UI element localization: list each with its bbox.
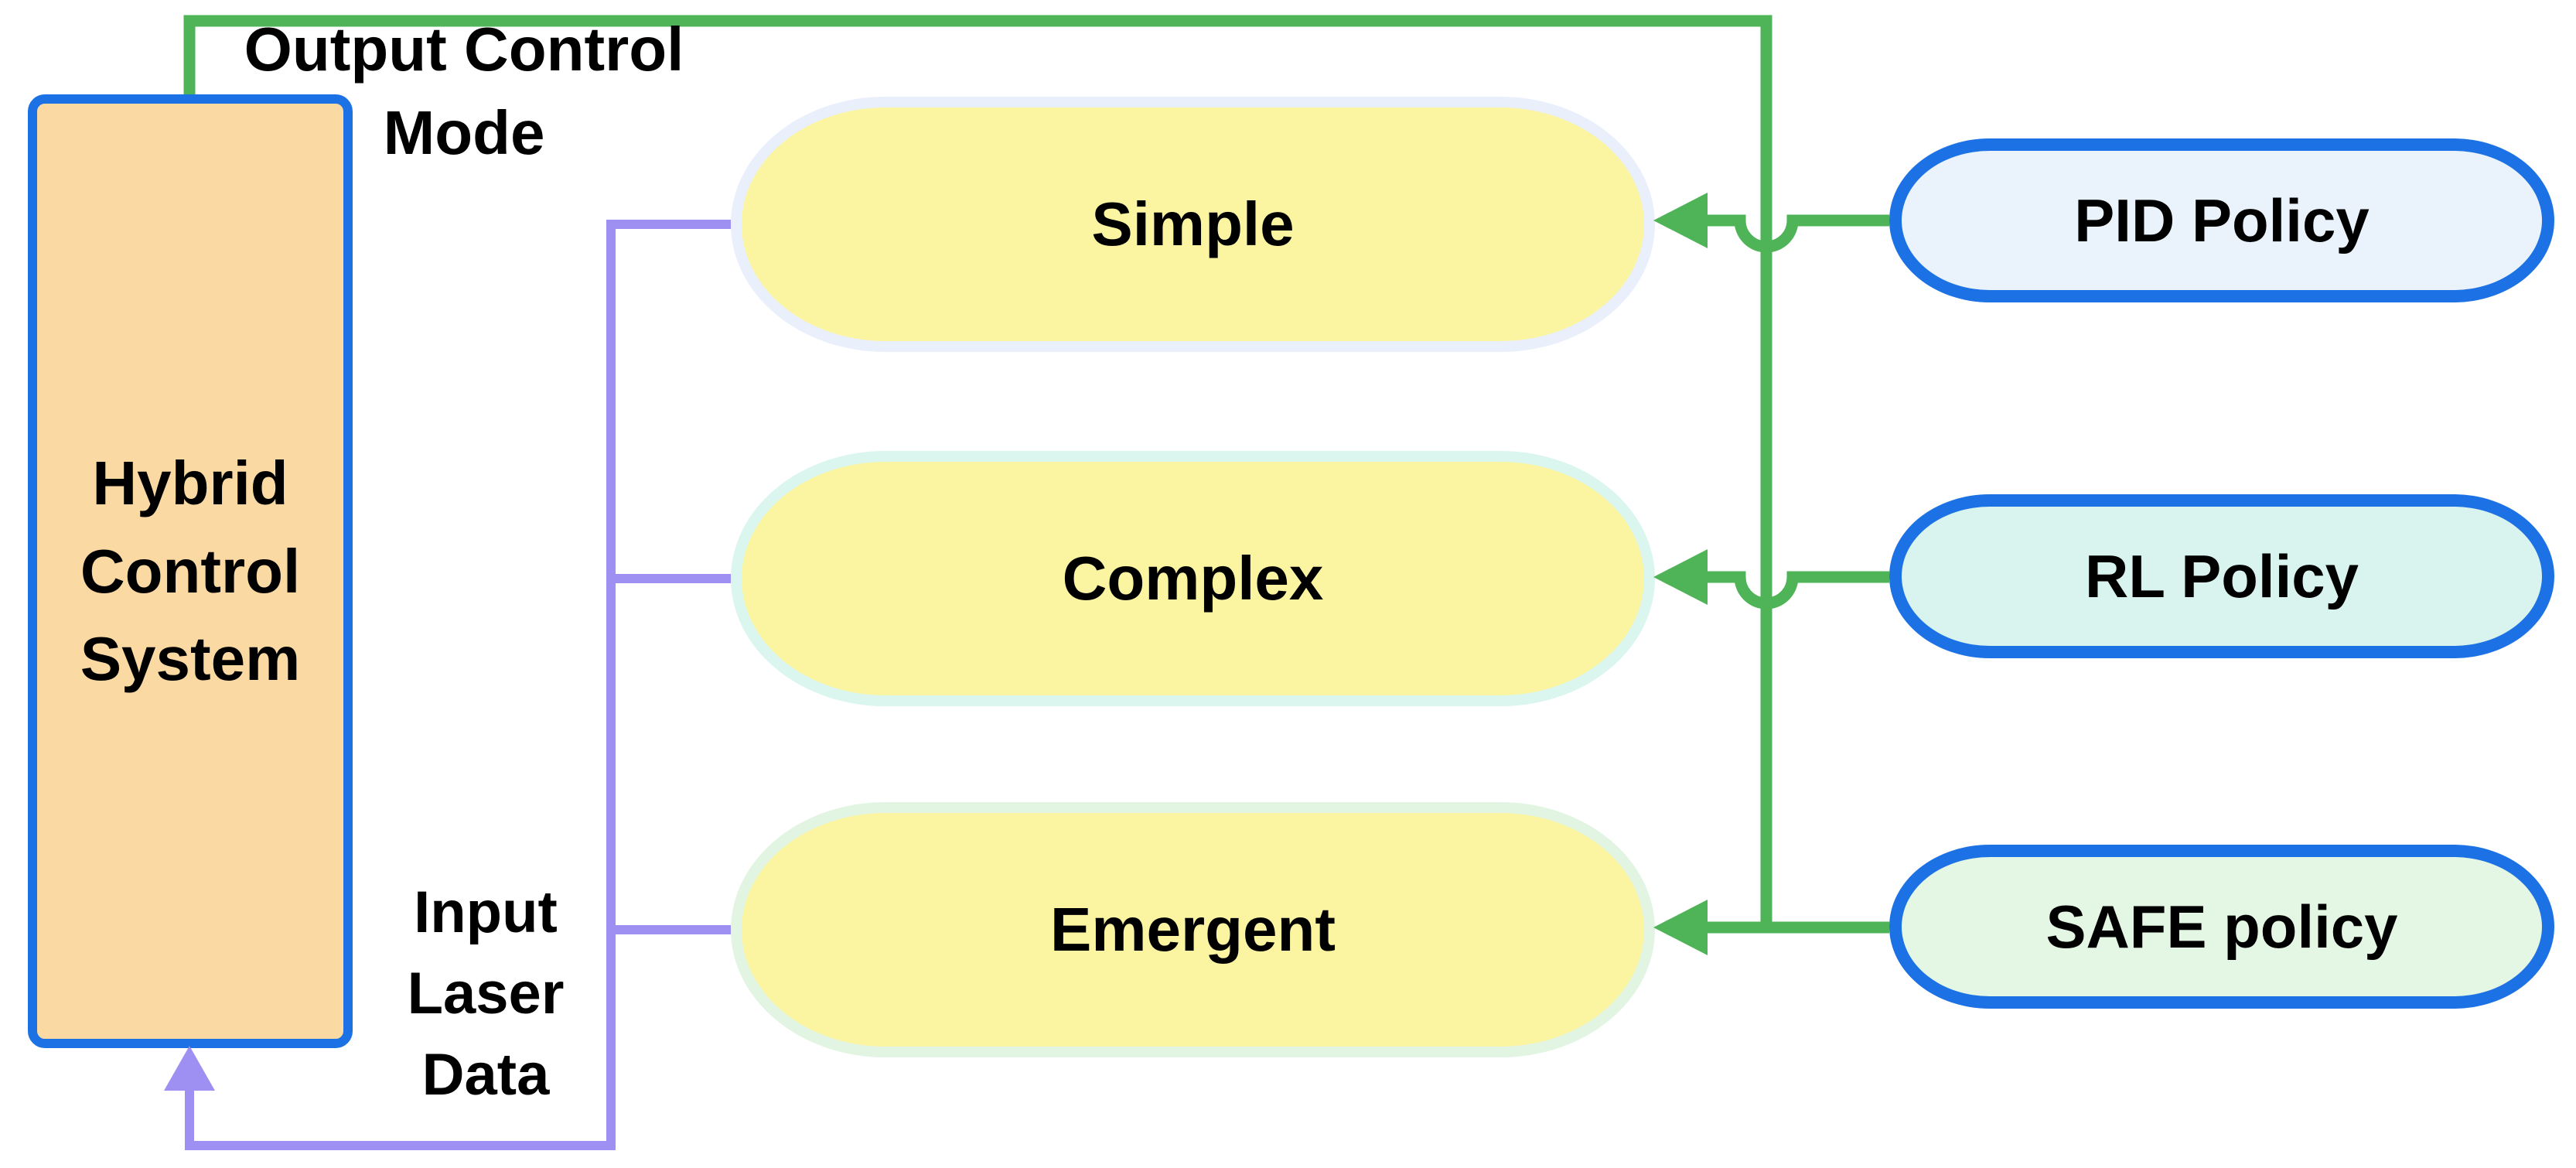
mode-simple-label: Simple	[1091, 190, 1295, 258]
output-label-line-1: Output Control	[244, 15, 684, 84]
node-hybrid-control-system: Hybrid Control System	[28, 94, 353, 1048]
policy-rl-label: RL Policy	[2084, 541, 2359, 610]
input-label-line-2: Laser	[407, 960, 565, 1026]
node-policy-rl: RL Policy	[1889, 494, 2554, 658]
hybrid-label-line-1: Hybrid	[92, 449, 288, 518]
purple-arrowhead-into-hybrid	[164, 1046, 215, 1091]
node-policy-safe: SAFE policy	[1889, 845, 2554, 1009]
policy-pid-label: PID Policy	[2074, 186, 2370, 254]
node-policy-pid: PID Policy	[1889, 138, 2554, 302]
output-label-line-2: Mode	[383, 98, 545, 167]
node-mode-emergent: Emergent	[731, 802, 1655, 1057]
input-label-line-3: Data	[421, 1041, 550, 1108]
green-arrowhead-emergent	[1653, 900, 1708, 955]
hybrid-label-line-3: System	[80, 624, 301, 694]
policy-safe-label: SAFE policy	[2045, 892, 2398, 961]
green-arrowhead-simple	[1653, 193, 1708, 248]
green-arrow-line-pid-to-simple	[1708, 214, 1889, 253]
edge-label-input-laser-data: Input Laser Data	[346, 873, 625, 1116]
edge-label-output-control-mode: Output Control Mode	[209, 8, 719, 175]
hybrid-label-line-2: Control	[80, 536, 301, 606]
green-arrowhead-complex	[1653, 549, 1708, 605]
mode-emergent-label: Emergent	[1050, 895, 1336, 964]
input-label-line-1: Input	[414, 879, 558, 945]
node-mode-simple: Simple	[731, 97, 1655, 352]
green-arrow-line-rl-to-complex	[1708, 571, 1889, 610]
mode-complex-label: Complex	[1062, 544, 1324, 613]
node-mode-complex: Complex	[731, 451, 1655, 706]
